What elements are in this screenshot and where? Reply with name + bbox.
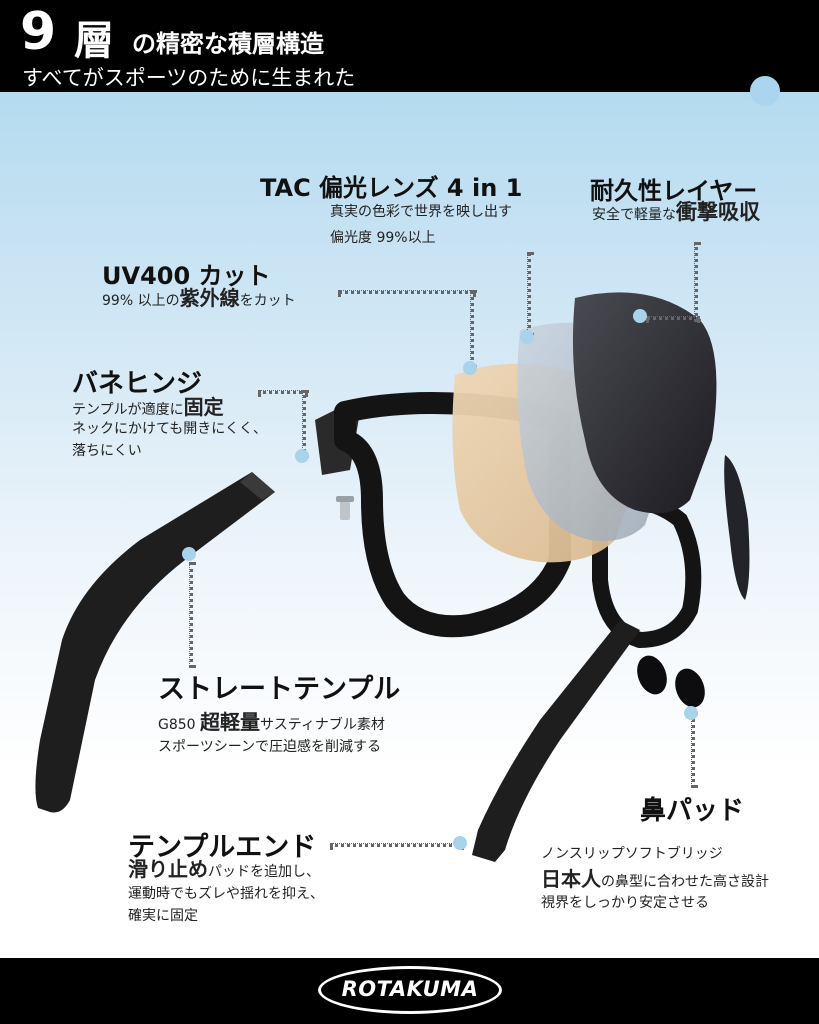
brand-logo-oval (318, 966, 502, 1014)
nose-pad-text-3: 視界をしっかり安定させる (541, 895, 709, 911)
title-number: 9 (20, 2, 57, 62)
callout-dot-tac (520, 330, 534, 344)
tac-lens-text-1: 真実の色彩で世界を映し出す (330, 204, 512, 220)
page-title: の精密な積層構造 (132, 30, 324, 58)
spring-hinge-text-3: 落ちにくい (72, 443, 142, 459)
callout-dot-durable (633, 309, 647, 323)
straight-temple-text-1: G850 超軽量サスティナブル素材 (158, 710, 385, 734)
callout-dot-nose (684, 706, 698, 720)
brand-logo: ROTAKUMA (341, 977, 479, 1001)
temple-end-title: テンプルエンド (128, 832, 317, 863)
spring-hinge-text-2: ネックにかけても開きにくく、 (72, 421, 268, 437)
left-temple (35, 472, 275, 813)
temple-end-text-3: 確実に固定 (128, 908, 198, 924)
spring-hinge-title: バネヒンジ (72, 369, 203, 399)
leader-line-durable (694, 242, 698, 322)
straight-temple-text-2: スポーツシーンで圧迫感を削減する (158, 739, 382, 755)
leader-line-durable-h (646, 316, 700, 320)
leader-line-tac (527, 252, 531, 336)
side-lens-edge (724, 455, 750, 600)
tac-lens-title: TAC 偏光レンズ 4 in 1 (260, 174, 523, 202)
title-layer-char: 層 (74, 18, 114, 64)
durable-layer-text: 安全で軽量な衝撃吸収 (592, 200, 760, 224)
tac-lens-text-2: 偏光度 99%以上 (330, 230, 436, 246)
straight-temple-title: ストレートテンプル (158, 674, 401, 705)
leader-line-straight (189, 562, 193, 668)
header-bar (0, 0, 819, 92)
callout-dot-hinge (295, 449, 309, 463)
right-temple (472, 620, 640, 862)
hinge-screw (336, 496, 354, 520)
spring-hinge-text-1: テンプルが適度に固定 (72, 395, 224, 419)
durable-layer-title: 耐久性レイヤー (590, 177, 758, 205)
nose-pads (637, 655, 705, 708)
leader-line-end (330, 843, 464, 847)
leader-line-hinge (302, 390, 306, 458)
callout-dot-straight (182, 547, 196, 561)
temple-end-text-1: 滑り止めパッドを追加し、 (128, 857, 320, 881)
nose-pad-title: 鼻パッド (640, 796, 745, 826)
callout-dot-end (453, 836, 467, 850)
nose-pad-text-1: ノンスリップソフトブリッジ (541, 846, 723, 862)
nose-pad-text-2: 日本人の鼻型に合わせた高さ設計 (541, 867, 769, 891)
leader-line-uv (470, 290, 474, 368)
uv400-title: UV400 カット (102, 262, 271, 290)
callout-dot-uv (463, 361, 477, 375)
leader-line-uv-h (338, 290, 476, 294)
decorative-dot (750, 76, 780, 106)
temple-end-text-2: 運動時でもズレや揺れを抑え、 (128, 886, 324, 902)
page-subtitle: すべてがスポーツのために生まれた (22, 66, 356, 90)
smoke-durable-lens (572, 292, 717, 514)
leader-line-hinge-h (258, 390, 308, 394)
leader-line-nose (691, 712, 695, 788)
uv400-text: 99% 以上の紫外線をカット (102, 286, 296, 310)
